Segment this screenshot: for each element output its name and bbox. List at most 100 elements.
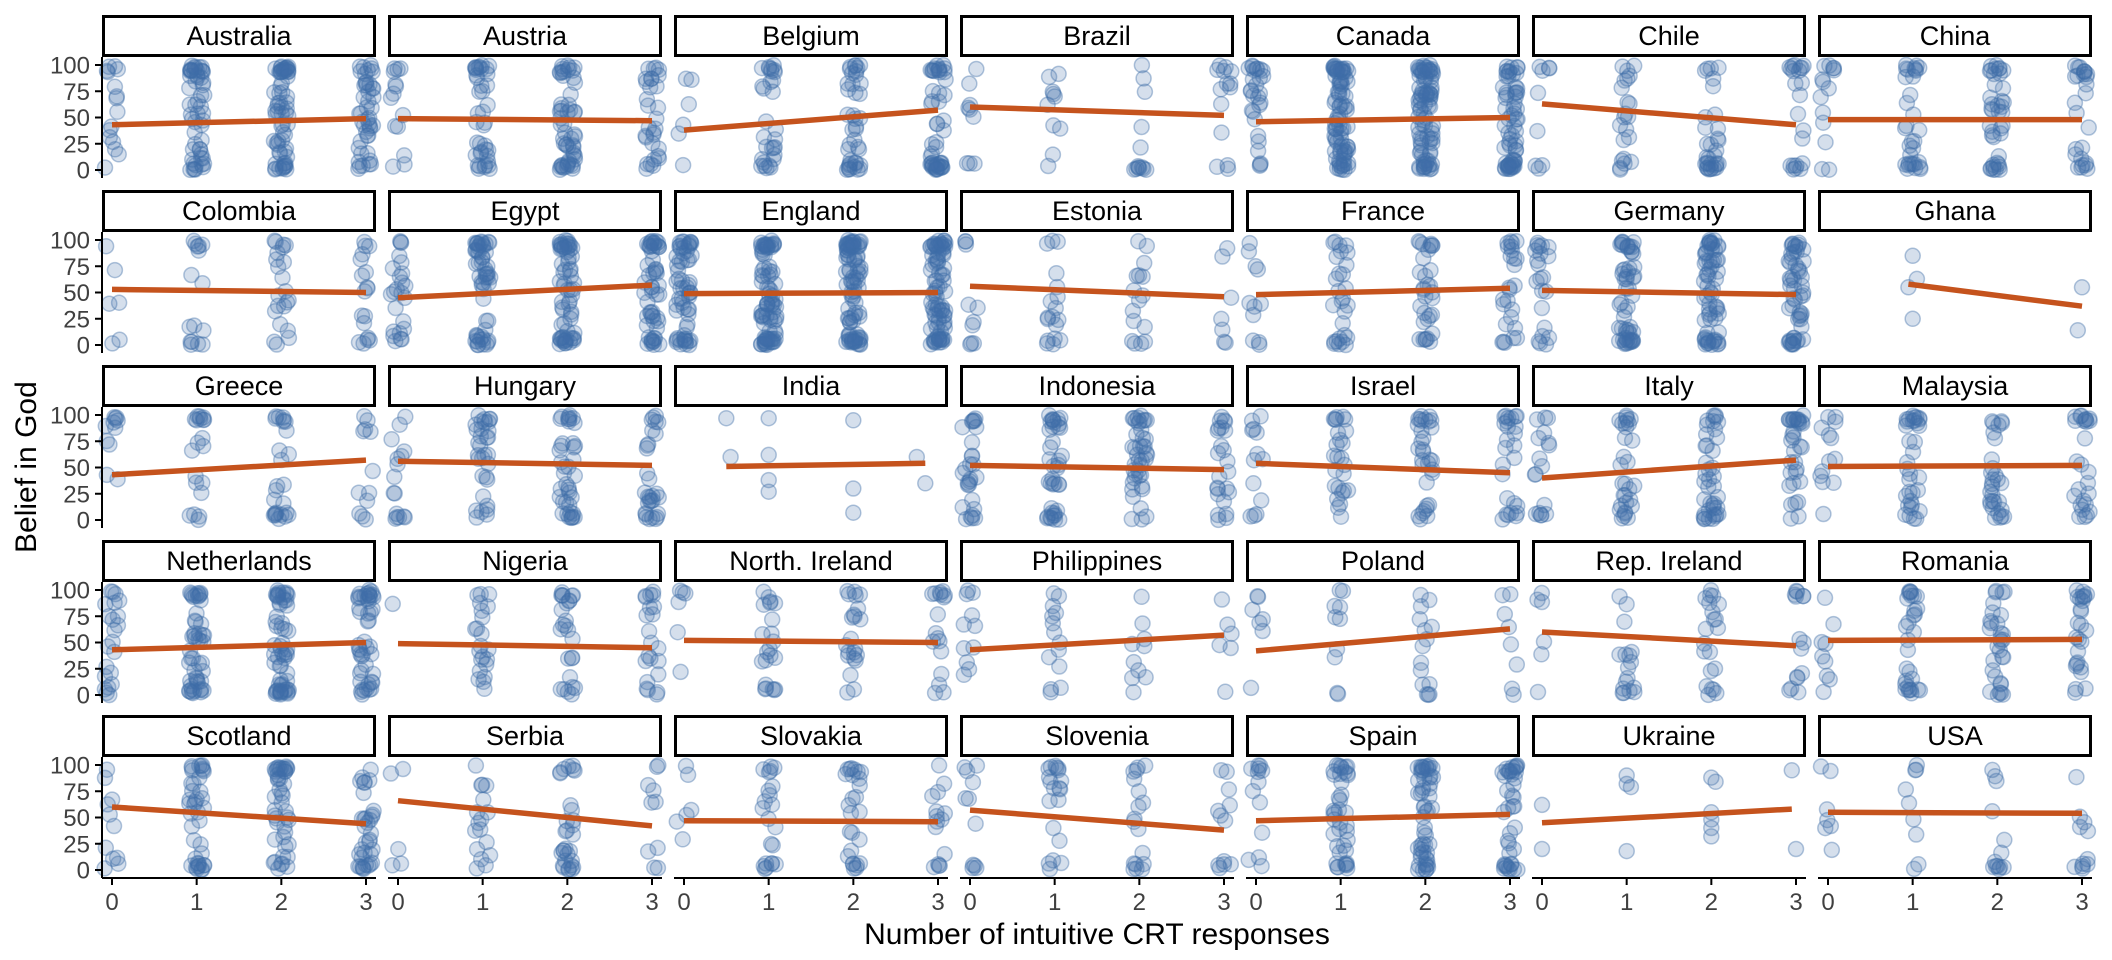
facet-strip: England [674,190,948,232]
x-tick-label: 3 [1789,889,1802,916]
x-tick-label: 0 [1535,889,1548,916]
scatter-points [1527,56,1812,178]
panel-rep-ireland: Rep. Ireland [1529,540,1812,704]
facet-strip: Indonesia [960,365,1234,407]
plot-svg [1900,247,2091,339]
plot-svg [958,56,1240,178]
scatter-points [1240,56,1526,179]
facet-strip: Poland [1246,540,1520,582]
y-tick-label: 25 [63,131,90,158]
plot-svg [1529,582,1812,704]
panel-nigeria: Nigeria [384,540,667,703]
panel-canada: Canada [1240,15,1526,179]
plot-area [954,407,1238,529]
plot-area [382,57,668,179]
x-tick-label: 1 [762,889,775,916]
facet-strip: Chile [1532,15,1806,57]
y-tick-label: 75 [63,429,90,456]
plot-svg [1813,582,2096,704]
scatter-points [718,409,934,521]
facet-strip-label: Egypt [490,195,560,226]
trend-line [397,640,653,651]
y-tick-label: 75 [63,604,90,631]
plot-area [383,406,667,528]
x-tick-label: 2 [1991,889,2004,916]
trend-line [683,289,939,297]
facet-strip: Austria [388,15,662,57]
x-tick-label: 2 [1133,889,1146,916]
facet-strip: USA [1818,715,2092,757]
panel-ghana: Ghana [1818,190,2092,353]
plot-area [1529,582,1812,704]
facet-strip-label: Italy [1644,370,1694,401]
x-tick-label: 1 [190,889,203,916]
plot-area [1527,232,1812,354]
facet-strip-label: Israel [1349,370,1417,401]
trend-line [1541,629,1797,649]
facet-strip-label: Greece [194,370,284,401]
facet-strip: Germany [1532,190,1806,232]
panel-israel: Israel [1242,365,1526,528]
panel-chile: Chile [1527,15,1812,178]
trend-line [1827,809,2083,817]
panel-hungary: Hungary [383,365,667,528]
trend-line [969,462,1225,473]
facet-strip-label: Ghana [1914,195,1996,226]
trend-line [111,115,367,128]
scatter-points [1240,756,1526,879]
panel-indonesia: Indonesia [954,365,1238,529]
x-tick-label: 0 [963,889,976,916]
facet-strip: Australia [102,15,376,57]
trend-line [397,797,653,829]
panel-france: France [1240,190,1526,354]
trend-line [1827,462,2083,470]
plot-area [1242,581,1526,704]
plot-svg [384,583,667,703]
scatter-points [97,407,381,529]
facet-strip: Egypt [388,190,662,232]
facet-strip: North. Ireland [674,540,948,582]
y-tick-label: 25 [63,306,90,333]
trend-line [1541,457,1797,481]
y-tick-label: 50 [63,455,90,482]
trend-line [683,637,939,646]
y-tick-label: 100 [50,228,90,255]
plot-area [669,582,954,703]
plot-svg [1240,56,1526,179]
trend-line [1255,460,1511,476]
panel-brazil: Brazil [958,15,1240,178]
facet-strip-label: Canada [1335,20,1431,51]
facet-strip-label: Indonesia [1038,370,1156,401]
plot-svg [669,582,954,702]
panel-egypt: Egypt [382,190,668,354]
facet-strip-label: Rep. Ireland [1595,545,1743,576]
facet-strip: Ukraine [1532,715,1806,757]
facet-strip: Slovenia [960,715,1234,757]
trend-line [1827,636,2083,644]
facet-strip-label: Poland [1340,545,1426,576]
plot-svg [1527,232,1812,354]
y-tick-label: 50 [63,805,90,832]
x-tick-label: 3 [2075,889,2088,916]
x-tick-label: 1 [1334,889,1347,916]
trend-line [397,282,653,301]
scatter-points [97,232,378,353]
trend-line [397,458,653,469]
